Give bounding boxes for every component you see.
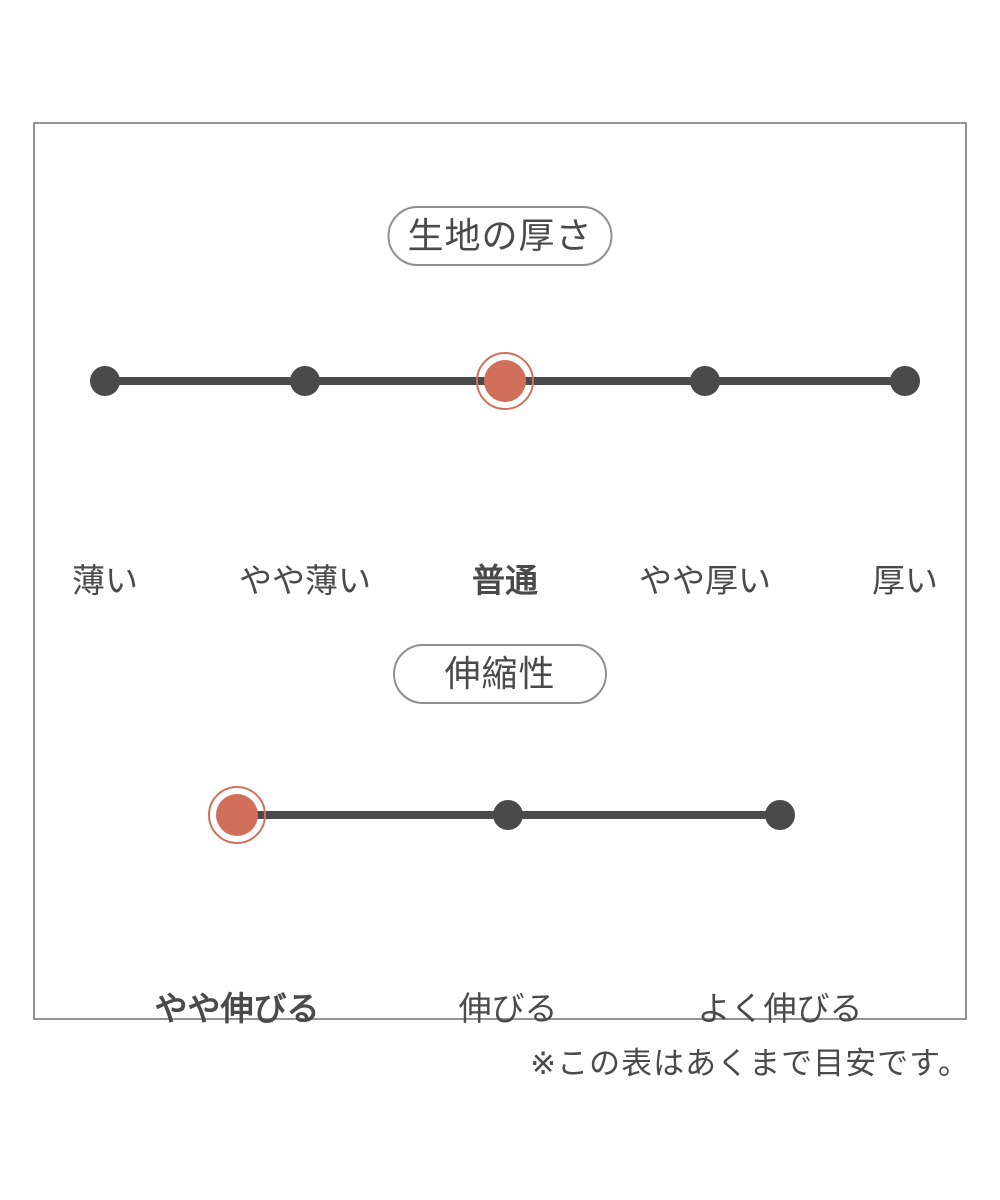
stretch-label-stretches: 伸びる <box>458 990 558 1027</box>
thickness-label-thick: 厚い <box>872 562 938 599</box>
thickness-label-slightly-thick: やや厚い <box>639 562 771 599</box>
fabric-guide-box: 生地の厚さ 薄い やや薄い 普通 やや厚い 厚い 伸縮性 やや伸びる 伸びる よ… <box>33 122 967 1027</box>
thickness-dot-thick <box>890 366 920 396</box>
disclaimer-footnote: ※この表はあくまで目安です。 <box>530 1046 970 1081</box>
thickness-label-normal: 普通 <box>472 562 538 599</box>
stretch-dot-stretches <box>493 800 523 830</box>
thickness-label-slightly-thin: やや薄い <box>239 562 371 599</box>
thickness-dot-normal-selected <box>476 352 534 410</box>
stretch-scale-title: 伸縮性 <box>393 644 607 704</box>
thickness-scale-title: 生地の厚さ <box>387 206 613 266</box>
stretch-dot-stretches-well <box>765 800 795 830</box>
thickness-dot-slightly-thin <box>290 366 320 396</box>
thickness-dot-slightly-thick <box>690 366 720 396</box>
thickness-label-thin: 薄い <box>72 562 138 599</box>
stretch-dot-slightly-selected <box>208 786 266 844</box>
thickness-dot-thin <box>90 366 120 396</box>
stretch-label-slightly: やや伸びる <box>154 990 320 1027</box>
stretch-label-stretches-well: よく伸びる <box>697 990 863 1027</box>
